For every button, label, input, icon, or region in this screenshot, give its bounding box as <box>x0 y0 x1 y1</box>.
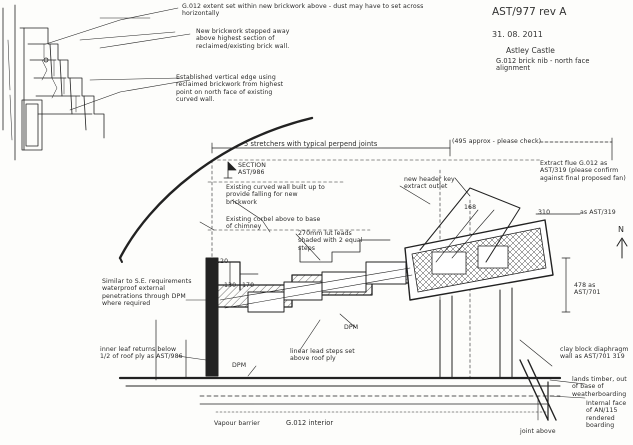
right-dimension <box>535 213 581 313</box>
north-label: N <box>618 225 625 234</box>
note-extract-flue: Extract flue G.012 as AST/319 (please co… <box>540 160 626 182</box>
dim-130: 130 <box>224 282 237 289</box>
note-joint-above: joint above <box>520 428 556 435</box>
leader-lines <box>45 7 586 399</box>
note-as-ast-319: as AST/319 <box>580 209 616 216</box>
extract-flue <box>419 187 521 263</box>
sheet-site: Astley Castle <box>506 46 555 55</box>
sheet-ref: AST/977 rev A <box>492 6 567 18</box>
note-new-brickwork-stepped: New brickwork stepped away above highest… <box>196 28 290 50</box>
note-section-ref: SECTION AST/986 <box>238 162 266 177</box>
note-established-vertical-edge: Established vertical edge using reclaime… <box>176 74 284 104</box>
floor-lines <box>118 319 562 421</box>
section-marker-icon <box>223 161 237 179</box>
note-g012-interior: G.012 interior <box>286 419 334 427</box>
sheet-date: 31. 08. 2011 <box>492 30 543 39</box>
note-linear-lead: linear lead steps set above roof ply <box>290 348 355 363</box>
diaphragm-walls <box>439 287 557 421</box>
note-inner-leaf: inner leaf returns below 1/2 of roof ply… <box>100 346 183 361</box>
sheet-subject: G.012 brick nib - north face alignment <box>496 57 590 73</box>
north-arrow-icon <box>616 237 628 259</box>
note-existing-corbel: Existing corbel above to base of chimney <box>226 216 321 231</box>
note-dpm: DPM <box>232 362 247 369</box>
dim-310: 310 <box>538 209 551 216</box>
dim-168: 168 <box>464 204 477 211</box>
note-extent-set-within: G.012 extent set within new brickwork ab… <box>182 3 424 18</box>
note-lead-flashing: 270mm lut leads shaded with 2 equal step… <box>298 230 363 252</box>
dim-170: 170 <box>242 282 255 289</box>
perspective-vignette <box>2 4 181 161</box>
note-stretchers: 5 stretchers with typical perpend joints <box>244 140 378 148</box>
note-internal-face: Internal face of AN/115 rendered boardin… <box>586 400 627 430</box>
dim-120: 120 <box>216 258 229 265</box>
note-clay-block: clay block diaphragm wall as AST/701 319 <box>560 346 629 361</box>
brick-plan <box>205 219 554 377</box>
note-approx-dim: (495 approx - please check) <box>452 138 542 145</box>
note-lands-timber: lands timber, out of base of weatherboar… <box>572 376 627 398</box>
note-existing-curved-wall: Existing curved wall built up to provide… <box>226 184 325 206</box>
dim-478: 478 as AST/701 <box>574 282 601 297</box>
note-vapour-barrier: Vapour barrier <box>214 420 260 427</box>
note-similar-to-se: Similar to S.E. requirements waterproof … <box>102 278 192 308</box>
curved-wall-outline <box>118 116 314 263</box>
note-dpm-2: DPM <box>344 324 359 331</box>
top-dimension <box>211 137 613 161</box>
note-new-header: new header key extract outlet <box>404 176 455 191</box>
